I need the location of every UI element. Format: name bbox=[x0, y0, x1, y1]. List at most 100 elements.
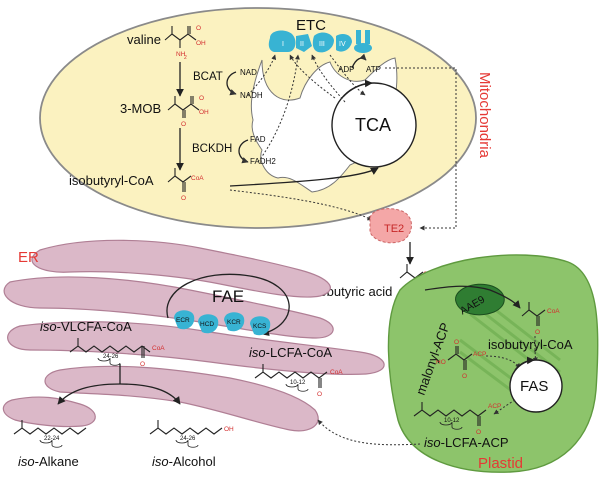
valine-label: valine bbox=[127, 32, 161, 47]
fadh2-label: FADH2 bbox=[250, 157, 276, 166]
ecr-label: ECR bbox=[176, 317, 190, 324]
te2-enzyme bbox=[369, 208, 412, 244]
complex-ii bbox=[296, 34, 312, 52]
iso-alcohol-label: iso-Alcohol bbox=[152, 454, 216, 469]
coa-label: CoA bbox=[547, 308, 560, 315]
te2-label: TE2 bbox=[384, 223, 404, 235]
lcfa-acp-chain-range: 10-12 bbox=[444, 418, 460, 424]
acp-label: ACP bbox=[473, 351, 486, 358]
vlcfa-suffix: -VLCFA-CoA bbox=[57, 319, 132, 334]
etc-to-tca-arrow bbox=[329, 54, 366, 96]
tca-label: TCA bbox=[355, 115, 391, 135]
iso-prefix: iso bbox=[40, 319, 57, 334]
oxygen-label: O bbox=[462, 373, 467, 380]
aae9-enzyme bbox=[455, 283, 505, 316]
nadh-label: NADH bbox=[240, 91, 263, 100]
complex-iii-label: III bbox=[319, 41, 325, 48]
complex-ii-label: II bbox=[300, 41, 304, 48]
acid-to-isobutyryl-arrow bbox=[424, 285, 521, 309]
plastid-isobutyryl-coa-structure: CoA O bbox=[521, 302, 560, 336]
oxygen-label: O bbox=[535, 329, 540, 336]
iso-lcfa-acp-label: iso-LCFA-ACP bbox=[424, 435, 509, 450]
er-cisterna-4 bbox=[44, 365, 319, 432]
etc-label: ETC bbox=[296, 17, 326, 34]
iso-vlcfa-coa-structure: 24-26 CoA O bbox=[69, 338, 165, 368]
alkane-suffix: -Alkane bbox=[35, 454, 79, 469]
adp-label: ADP bbox=[338, 65, 354, 74]
hydroxyl-label: HO bbox=[436, 359, 446, 366]
fae-label: FAE bbox=[212, 287, 244, 306]
malonyl-to-fas-arrow bbox=[485, 355, 521, 369]
iso-alkane-label: iso-Alkane bbox=[18, 454, 79, 469]
acp-label: ACP bbox=[488, 403, 501, 410]
fae-enzymes: ECR HCD KCR KCS bbox=[174, 310, 271, 336]
complex-iv-label: IV bbox=[339, 41, 346, 48]
plastid-to-er-arrow bbox=[317, 419, 421, 446]
coa-label: CoA bbox=[191, 175, 204, 182]
fae-cycle-arrow bbox=[166, 273, 290, 336]
amine-label: NH bbox=[176, 51, 186, 58]
coa-label: CoA bbox=[152, 345, 165, 352]
oxygen-label: O bbox=[476, 429, 481, 436]
coa-label: CoA bbox=[330, 369, 343, 376]
plastid-label: Plastid bbox=[478, 455, 523, 472]
lcfa-suffix: -LCFA-CoA bbox=[266, 345, 333, 360]
atp-synthase-stalk-right bbox=[365, 30, 370, 44]
adp-atp-arrow bbox=[351, 53, 367, 69]
hydroxyl-label: OH bbox=[224, 426, 234, 433]
iso-vlcfa-coa-label: iso-VLCFA-CoA bbox=[40, 319, 132, 334]
fas-label: FAS bbox=[520, 378, 548, 395]
malonyl-acp-structure: HO O O ACP bbox=[436, 339, 486, 380]
to-alcohol-arrow bbox=[119, 383, 181, 405]
complex-i bbox=[268, 30, 296, 52]
mob-structure: O OH O bbox=[167, 95, 209, 128]
iso-prefix: iso bbox=[152, 454, 169, 469]
lcfa-acp-suffix: -LCFA-ACP bbox=[441, 435, 509, 450]
isobutyryl-coa-structure: CoA O bbox=[167, 168, 204, 202]
nadh-to-etc-arrow bbox=[247, 54, 277, 96]
iso-prefix: iso bbox=[424, 435, 441, 450]
oxygen-label: O bbox=[199, 95, 204, 102]
fad-label: FAD bbox=[250, 135, 266, 144]
er-cisterna-3 bbox=[7, 321, 385, 375]
nad-label: NAD bbox=[240, 68, 257, 77]
iso-prefix: iso bbox=[249, 345, 266, 360]
iso-prefix: iso bbox=[18, 454, 35, 469]
fad-cycle-arrow bbox=[238, 139, 249, 164]
tca-cycle bbox=[331, 82, 417, 168]
kcs-enzyme bbox=[250, 316, 271, 336]
iso-alkane-structure: 22-24 bbox=[13, 420, 87, 448]
mob-label: 3-MOB bbox=[120, 101, 161, 116]
oxygen-label: O bbox=[454, 339, 459, 346]
hydroxyl-label: OH bbox=[196, 40, 206, 47]
er-cisterna-5 bbox=[2, 396, 96, 428]
isobutyryl-to-tca-arrow bbox=[229, 167, 379, 187]
amine-subscript: 2 bbox=[184, 55, 187, 61]
atp-synthase-head bbox=[354, 43, 372, 53]
hcd-label: HCD bbox=[200, 321, 214, 328]
oxygen-label: O bbox=[317, 391, 322, 398]
oxygen-label: O bbox=[196, 25, 201, 32]
iso-lcfa-coa-structure: 10-12 CoA O bbox=[254, 364, 343, 398]
nad-cycle-arrow bbox=[226, 71, 237, 96]
isobutyryl-coa-mito-label: isobutyryl-CoA bbox=[69, 173, 154, 188]
alcohol-chain-range: 24-26 bbox=[180, 436, 196, 442]
alkane-chain-range: 22-24 bbox=[44, 436, 60, 442]
iso-alcohol-structure: 24-26 OH bbox=[149, 420, 234, 448]
bckdh-label: BCKDH bbox=[192, 143, 232, 155]
kcr-enzyme bbox=[224, 312, 245, 332]
isobutyryl-coa-plastid-label: isobutyryl-CoA bbox=[488, 337, 573, 352]
vlcfa-chain-range: 24-26 bbox=[103, 354, 119, 360]
fas-cycle-arrow bbox=[514, 356, 535, 371]
fas-cycle bbox=[509, 359, 563, 413]
atp-to-te2-arrow bbox=[385, 67, 457, 231]
valine-structure: O OH NH 2 bbox=[164, 25, 206, 61]
complex-i-label: I bbox=[282, 41, 284, 48]
iso-lcfa-coa-label: iso-LCFA-CoA bbox=[249, 345, 332, 360]
tca-to-etc-arrow-2 bbox=[311, 54, 346, 103]
atp-label: ATP bbox=[366, 65, 381, 74]
oxygen-label: O bbox=[140, 361, 145, 368]
iso-lcfa-acp-structure: 10-12 ACP O bbox=[413, 402, 501, 436]
